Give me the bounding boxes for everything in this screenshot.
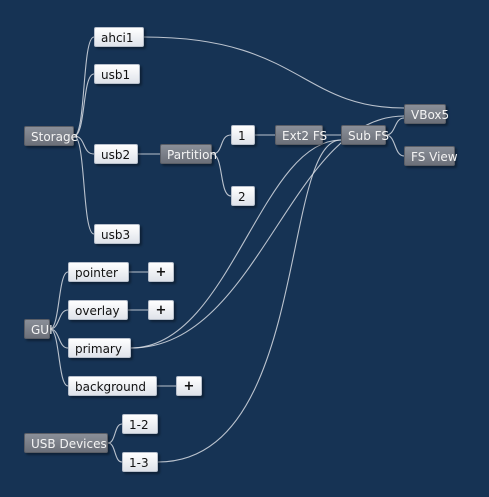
wire-usbdev-12 bbox=[107, 423, 123, 444]
wire-gui-primary bbox=[49, 328, 69, 349]
add-button-overlay[interactable]: + bbox=[148, 300, 174, 320]
node-fsview[interactable]: FS View bbox=[404, 146, 458, 166]
node-vbox5[interactable]: VBox5 bbox=[404, 104, 449, 124]
node-gui[interactable]: GUI bbox=[24, 319, 53, 339]
add-button-background[interactable]: + bbox=[176, 376, 202, 396]
wire-ahci1-vbox5 bbox=[143, 36, 405, 109]
node-usb3[interactable]: usb3 bbox=[94, 224, 140, 244]
wire-subfs-vbox5 bbox=[385, 117, 405, 136]
wire-primary-subfs bbox=[130, 139, 342, 349]
wire-storage-usb1 bbox=[73, 73, 95, 137]
node-partition-2[interactable]: 2 bbox=[231, 186, 255, 206]
node-usb2[interactable]: usb2 bbox=[94, 144, 138, 164]
wire-partition-2 bbox=[211, 153, 232, 197]
wire-storage-usb2 bbox=[73, 135, 95, 155]
node-partition-1[interactable]: 1 bbox=[231, 125, 255, 145]
node-usb-devices[interactable]: USB Devices bbox=[24, 433, 108, 453]
node-overlay[interactable]: overlay bbox=[68, 300, 128, 320]
node-primary[interactable]: primary bbox=[68, 338, 131, 358]
add-button-pointer[interactable]: + bbox=[148, 262, 174, 282]
wire-subfs-fsview bbox=[385, 134, 405, 157]
node-partition[interactable]: Partition bbox=[160, 144, 217, 164]
node-usb-device-1-3[interactable]: 1-3 bbox=[122, 452, 158, 472]
wire-storage-ahci1 bbox=[73, 36, 95, 137]
wire-usbdev-13 bbox=[107, 442, 123, 463]
wire-gui-background bbox=[49, 328, 69, 387]
node-usb-device-1-2[interactable]: 1-2 bbox=[122, 414, 158, 434]
wire-partition-1 bbox=[211, 134, 232, 155]
node-subfs[interactable]: Sub FS bbox=[341, 125, 389, 145]
node-usb1[interactable]: usb1 bbox=[94, 64, 140, 84]
node-pointer[interactable]: pointer bbox=[68, 262, 129, 282]
wire-storage-usb3 bbox=[73, 135, 95, 235]
node-ext2fs[interactable]: Ext2 FS bbox=[275, 125, 327, 145]
wire-gui-pointer bbox=[49, 271, 69, 330]
node-ahci1[interactable]: ahci1 bbox=[94, 27, 144, 47]
wire-dev13-subfs bbox=[157, 139, 342, 463]
node-background[interactable]: background bbox=[68, 376, 157, 396]
node-storage[interactable]: Storage bbox=[24, 126, 78, 146]
wire-gui-overlay bbox=[49, 309, 69, 330]
